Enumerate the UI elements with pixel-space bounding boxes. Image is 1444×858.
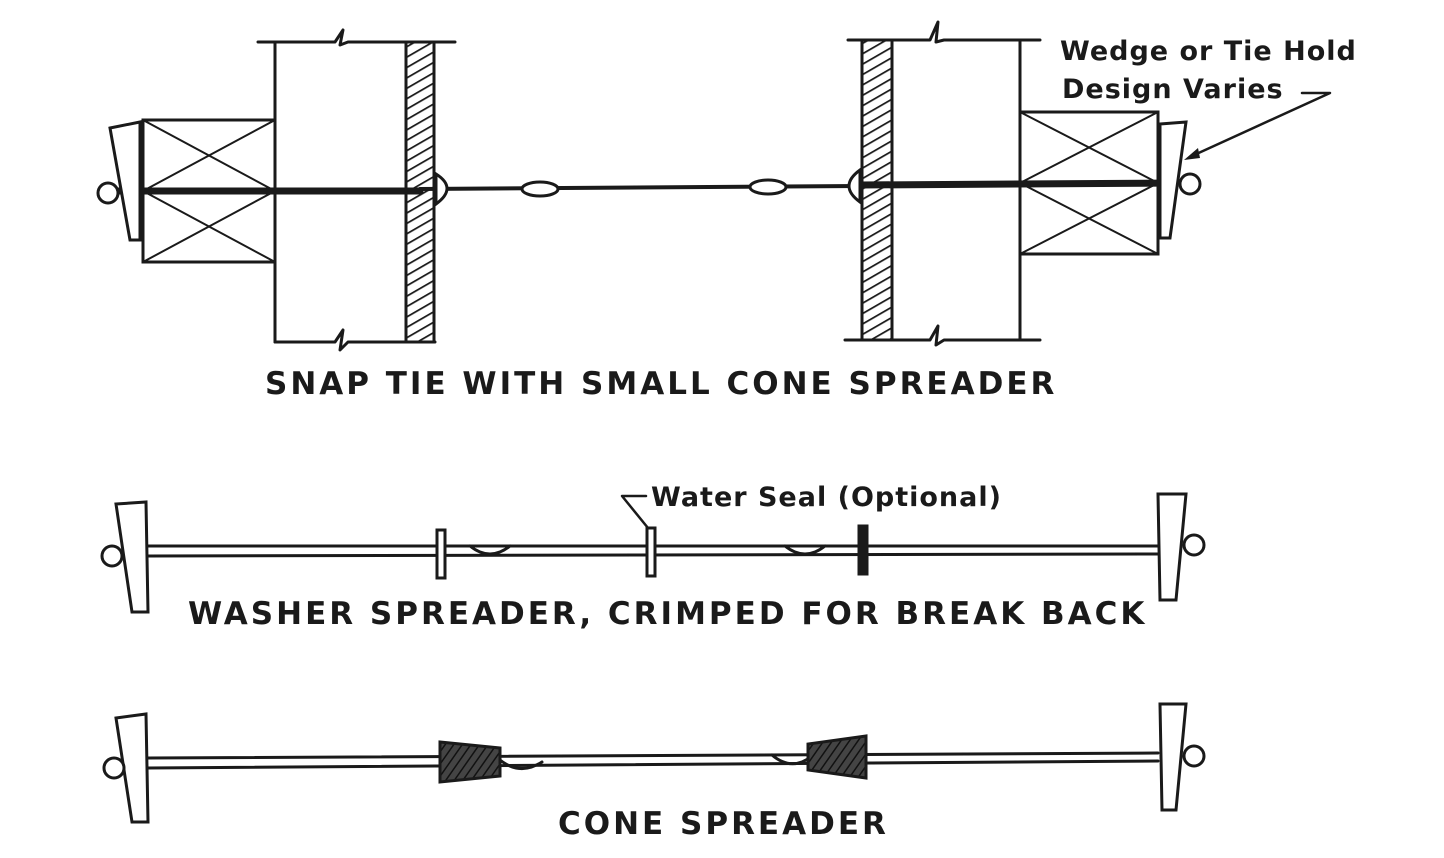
arrow-head-icon bbox=[1184, 148, 1200, 160]
cone-left bbox=[438, 740, 502, 784]
crimp bbox=[783, 544, 827, 556]
right-form bbox=[843, 20, 1042, 347]
caption-washer-spreader: WASHER SPREADER, CRIMPED FOR BREAK BACK bbox=[188, 596, 1147, 632]
right-plywood-sheathing bbox=[860, 38, 894, 342]
right-wedge bbox=[1158, 702, 1206, 812]
cone-right bbox=[806, 734, 868, 780]
washer-right bbox=[857, 524, 869, 576]
crimp bbox=[468, 544, 512, 556]
small-cone-left bbox=[434, 171, 449, 207]
crimp bbox=[748, 178, 788, 196]
water-seal-washer bbox=[645, 526, 657, 578]
left-wedge bbox=[102, 712, 150, 824]
snap-tie-rod bbox=[114, 167, 1179, 207]
right-wedge bbox=[1156, 492, 1206, 602]
snap-tie-figure: Wedge or Tie Hold Design Varies SNAP TIE… bbox=[96, 20, 1357, 402]
small-cone-right bbox=[847, 167, 862, 205]
left-wedge bbox=[96, 120, 142, 242]
callout-leader bbox=[620, 494, 650, 530]
right-wedge bbox=[1158, 120, 1202, 240]
cone-spreader-figure: CONE SPREADER bbox=[102, 702, 1206, 842]
caption-cone-spreader: CONE SPREADER bbox=[558, 806, 889, 842]
washer-spreader-figure: Water Seal (Optional) WASHER SPREADER, C… bbox=[100, 482, 1206, 632]
crimp bbox=[498, 758, 544, 770]
caption-snap-tie: SNAP TIE WITH SMALL CONE SPREADER bbox=[265, 366, 1057, 402]
left-wedge bbox=[100, 500, 150, 614]
callout-water-seal: Water Seal (Optional) bbox=[651, 482, 1002, 513]
callout-wedge-line2: Design Varies bbox=[1062, 74, 1284, 105]
washer-left bbox=[435, 528, 447, 580]
callout-wedge-line1: Wedge or Tie Hold bbox=[1060, 36, 1357, 67]
crimp bbox=[520, 180, 560, 198]
callout-leader bbox=[1190, 91, 1332, 158]
